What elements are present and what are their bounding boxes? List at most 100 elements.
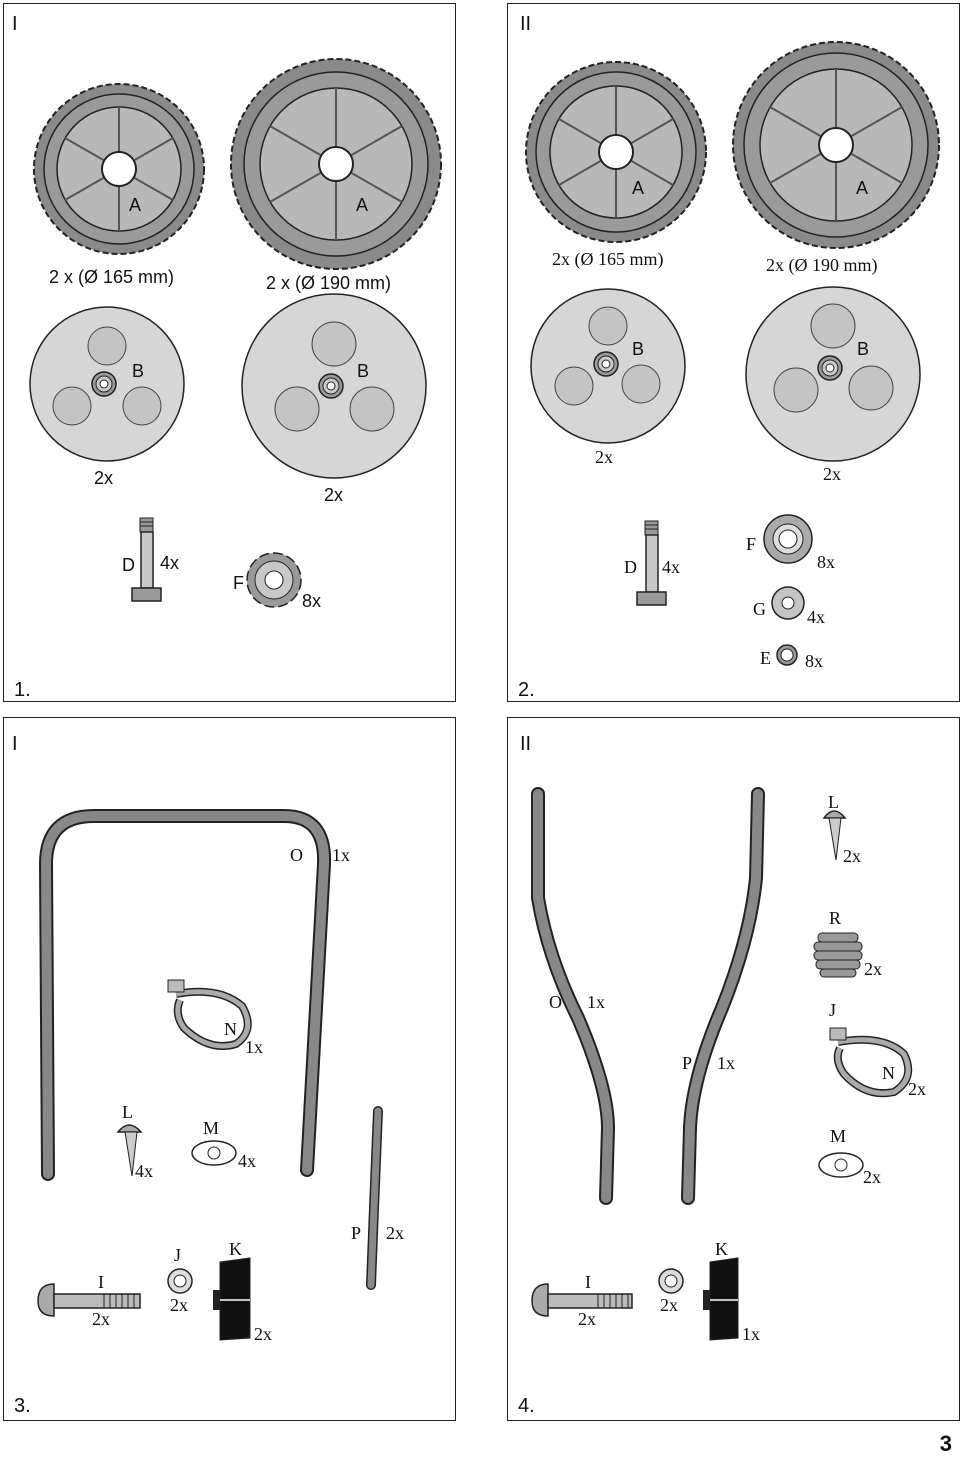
bolt-d-qty: 4x <box>160 553 180 573</box>
wheel-large-190 <box>230 58 442 270</box>
tube-p-drawing <box>366 1106 383 1290</box>
panel-step-3: I O 1x N 1x L 4x M 4x P 2x I 2x J 2x K 2… <box>3 717 456 1421</box>
wheel-large-label: A <box>356 195 369 215</box>
knob-k-drawing <box>703 1257 739 1341</box>
disc-large-label: B <box>357 361 370 381</box>
strap-j-label: J <box>829 1000 837 1020</box>
bolt-d-label: D <box>624 557 637 577</box>
panel-1-illustration <box>29 58 442 608</box>
strap-n-drawing <box>829 1027 913 1098</box>
disc-large <box>745 286 921 462</box>
bolt-i-drawing <box>531 1283 633 1317</box>
strap-n-qty: 1x <box>245 1037 263 1057</box>
screw-l-label: L <box>828 792 839 812</box>
disc-small <box>29 306 185 462</box>
frame-o-qty: 1x <box>332 845 350 865</box>
screw-l-drawing <box>116 1124 143 1177</box>
knob-k-qty: 1x <box>742 1324 760 1344</box>
clip-m-label: M <box>203 1118 220 1138</box>
bolt-i-qty: 2x <box>578 1309 596 1329</box>
wheel-small-165 <box>525 61 707 243</box>
wheel-large-label: A <box>856 178 869 198</box>
panel-step-4: II L 2x R 2x O 1x J P 1x N 2x M 2x I 2x … <box>507 717 960 1421</box>
strap-n-drawing <box>167 979 252 1050</box>
part-g-label: G <box>753 599 766 619</box>
bolt-d-drawing <box>131 517 162 602</box>
cap-r-label: R <box>829 908 842 928</box>
step-number: 1. <box>14 679 31 701</box>
wheel-small-caption: 2 x (Ø 165 mm) <box>49 267 175 287</box>
tube-p-qty: 1x <box>717 1053 735 1073</box>
part-f-drawing <box>246 552 302 608</box>
disc-large <box>241 293 427 479</box>
screw-l-qty: 4x <box>135 1161 153 1181</box>
tube-o-qty: 1x <box>587 992 605 1012</box>
washer-drawing <box>658 1268 684 1294</box>
part-f-qty: 8x <box>302 591 322 611</box>
part-f-label: F <box>233 573 244 593</box>
tube-o-drawing <box>531 787 616 1205</box>
panel-corner-label: I <box>12 13 18 35</box>
bolt-d-drawing <box>636 520 667 606</box>
wheel-large-caption: 2 x (Ø 190 mm) <box>266 273 392 293</box>
panel-corner-label: II <box>520 733 532 755</box>
washer-j-drawing <box>167 1268 193 1294</box>
screw-l-drawing <box>822 810 847 861</box>
disc-large-label: B <box>857 339 870 359</box>
strap-n-label: N <box>224 1019 237 1039</box>
clip-m-qty: 2x <box>863 1167 881 1187</box>
part-e-ring-drawing <box>776 644 798 666</box>
part-g-qty: 4x <box>807 607 825 627</box>
screw-l-label: L <box>122 1102 133 1122</box>
strap-n-label: N <box>882 1063 895 1083</box>
panel-step-1: I A A 2 x (Ø 165 mm) 2 x (Ø 190 mm) B B … <box>3 3 456 702</box>
bolt-i-drawing <box>37 1283 141 1317</box>
step-number: 3. <box>14 1395 31 1417</box>
knob-k-qty: 2x <box>254 1324 272 1344</box>
knob-k-label: K <box>715 1239 728 1259</box>
bolt-d-qty: 4x <box>662 557 680 577</box>
step-number: 2. <box>518 679 535 701</box>
bolt-i-label: I <box>98 1272 104 1292</box>
washer-qty: 2x <box>660 1295 678 1315</box>
wheel-small-label: A <box>632 178 645 198</box>
part-f-label: F <box>746 534 757 554</box>
disc-small-label: B <box>132 361 145 381</box>
panel-corner-label: I <box>12 733 18 755</box>
panel-2-illustration <box>525 41 940 666</box>
knob-k-drawing <box>213 1257 251 1341</box>
knob-k-label: K <box>229 1239 242 1259</box>
screw-l-qty: 2x <box>843 846 861 866</box>
frame-o-label: O <box>290 845 303 865</box>
tube-p-drawing <box>681 787 765 1205</box>
disc-large-qty: 2x <box>823 464 841 484</box>
part-f-qty: 8x <box>817 552 835 572</box>
page-number: 3 <box>939 1431 952 1456</box>
tube-p-label: P <box>682 1053 693 1073</box>
part-e-qty: 8x <box>805 651 823 671</box>
washer-j-label: J <box>174 1245 182 1265</box>
wheel-small-caption: 2x (Ø 165 mm) <box>552 249 664 269</box>
bolt-i-qty: 2x <box>92 1309 110 1329</box>
bolt-i-label: I <box>585 1272 591 1292</box>
disc-small <box>530 288 686 444</box>
step-number: 4. <box>518 1395 535 1417</box>
panel-3-illustration <box>37 809 383 1341</box>
disc-small-qty: 2x <box>595 447 613 467</box>
panel-4-illustration <box>531 787 913 1341</box>
clip-m-qty: 4x <box>238 1151 256 1171</box>
clip-m-drawing <box>191 1140 237 1166</box>
strap-n-qty: 2x <box>908 1079 926 1099</box>
handle-frame-o <box>38 809 332 1181</box>
bolt-d-label: D <box>122 555 135 575</box>
panel-step-2: II A A 2x (Ø 165 mm) 2x (Ø 190 mm) B B 2… <box>507 3 960 702</box>
wheel-small-165 <box>33 83 205 255</box>
cap-r-drawing <box>813 932 863 978</box>
clip-m-label: M <box>830 1126 847 1146</box>
tube-p-qty: 2x <box>386 1223 404 1243</box>
wheel-large-190 <box>732 41 940 249</box>
part-f-washer-drawing <box>763 514 813 564</box>
disc-large-qty: 2x <box>324 485 344 505</box>
washer-j-qty: 2x <box>170 1295 188 1315</box>
disc-small-qty: 2x <box>94 468 114 488</box>
